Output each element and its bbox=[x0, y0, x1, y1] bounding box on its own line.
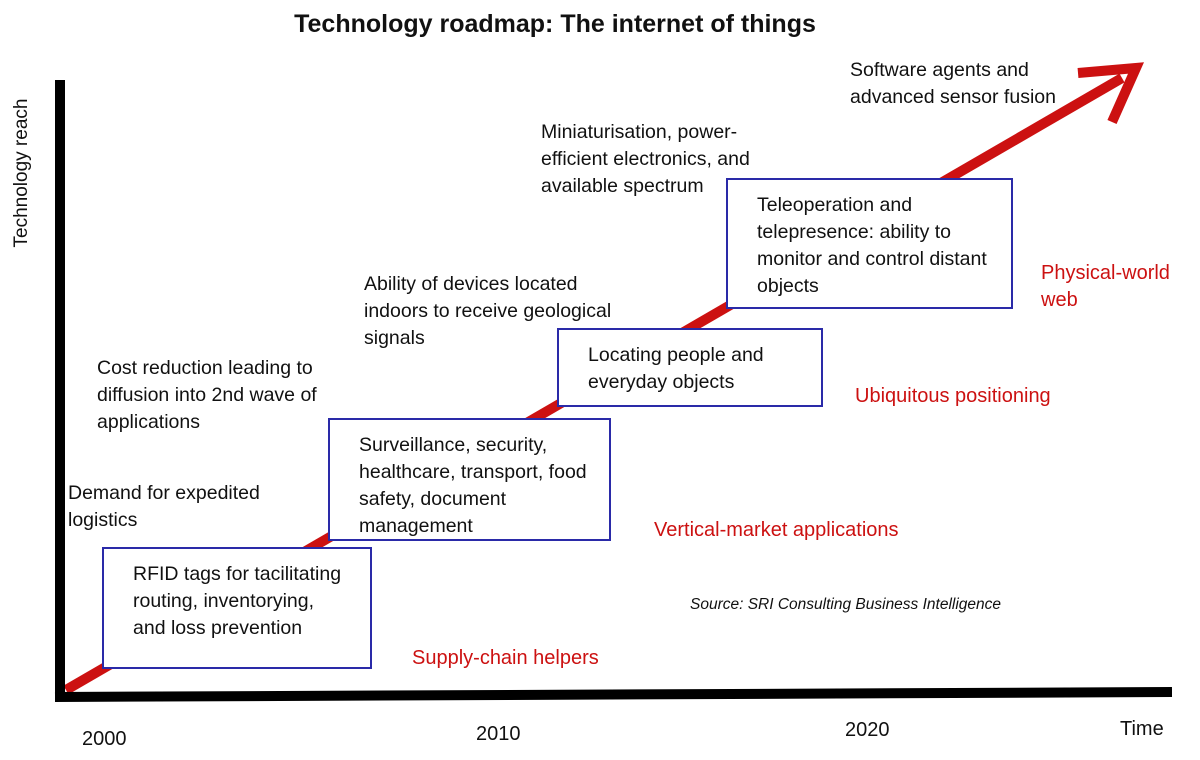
x-axis-label: Time bbox=[1120, 718, 1164, 740]
stage-box-2: Surveillance, security, healthcare, tran… bbox=[328, 418, 611, 541]
stage-box-3-text: Locating people and everyday objects bbox=[588, 344, 764, 393]
phase-label-4: Physical-world web bbox=[1041, 262, 1170, 311]
stage-box-2-text: Surveillance, security, healthcare, tran… bbox=[359, 434, 587, 537]
x-tick-2010: 2010 bbox=[476, 723, 521, 745]
page-title: Technology roadmap: The internet of thin… bbox=[294, 10, 816, 38]
source-note: Source: SRI Consulting Business Intellig… bbox=[690, 596, 1002, 613]
driver-note-4: Miniaturisation, power-efficient electro… bbox=[541, 121, 750, 197]
x-tick-2000: 2000 bbox=[82, 728, 127, 750]
stage-box-3: Locating people and everyday objects bbox=[557, 328, 823, 407]
driver-note-3: Ability of devices located indoors to re… bbox=[364, 273, 612, 349]
driver-note-1: Demand for expedited logistics bbox=[68, 482, 260, 531]
driver-note-5: Software agents and advanced sensor fusi… bbox=[850, 59, 1056, 108]
driver-note-2: Cost reduction leading to diffusion into… bbox=[97, 357, 317, 433]
stage-box-4-text: Teleoperation and telepresence: ability … bbox=[757, 194, 987, 297]
x-axis bbox=[54, 687, 1173, 702]
phase-label-1: Supply-chain helpers bbox=[412, 647, 599, 669]
stage-box-4: Teleoperation and telepresence: ability … bbox=[726, 178, 1013, 309]
phase-label-2: Vertical-market applications bbox=[654, 519, 899, 541]
phase-label-3: Ubiquitous positioning bbox=[855, 385, 1051, 407]
x-tick-2020: 2020 bbox=[845, 719, 890, 741]
stage-box-1-text: RFID tags for tacilitating routing, inve… bbox=[133, 563, 342, 639]
roadmap-arrow-head bbox=[1077, 62, 1145, 125]
y-axis-label: Technology reach bbox=[11, 98, 32, 248]
stage-box-1: RFID tags for tacilitating routing, inve… bbox=[102, 547, 372, 669]
